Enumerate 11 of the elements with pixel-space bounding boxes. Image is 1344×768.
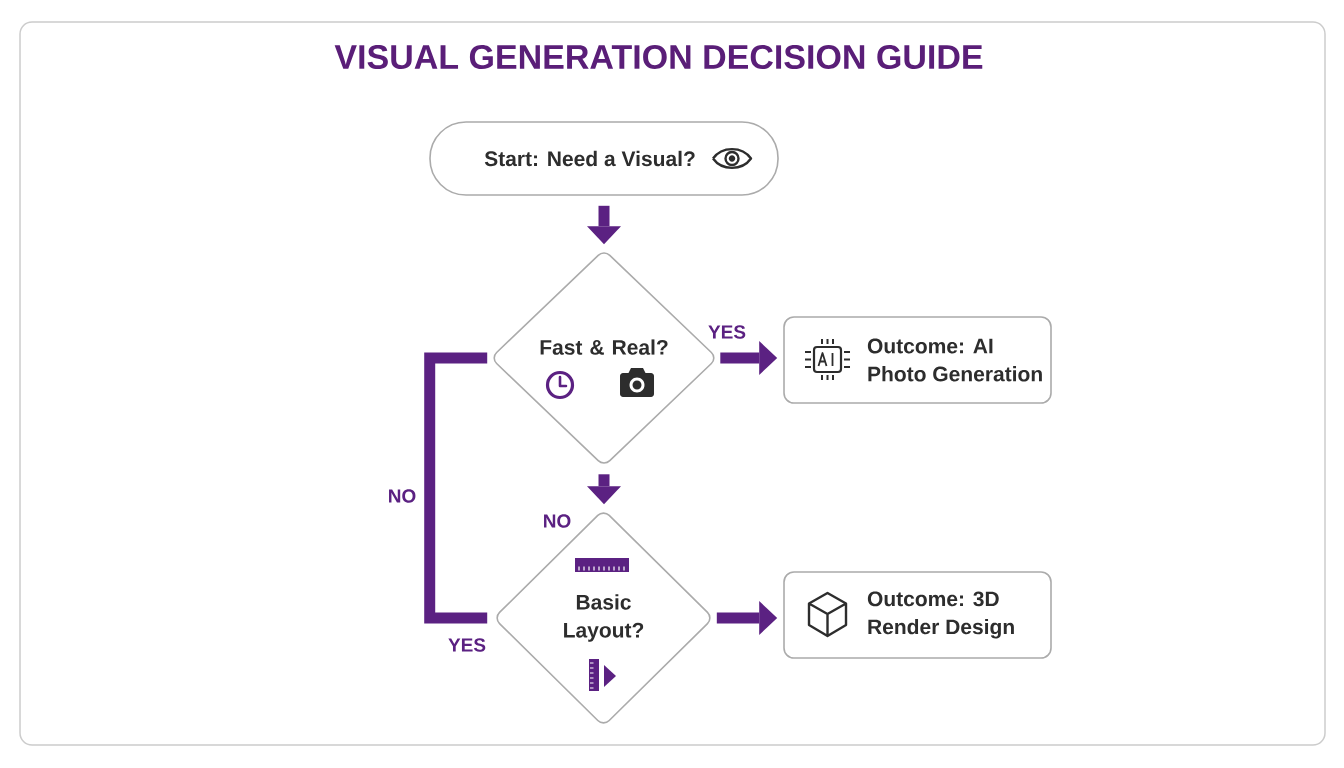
edge-label: NO: [541, 512, 573, 530]
arrow: [720, 341, 778, 375]
outcome-box: Outcome: AI Photo Generation: [783, 316, 1052, 404]
arrow: [716, 601, 778, 635]
terminal-box: Start: Need a Visual?: [429, 121, 779, 196]
arrow: [587, 205, 621, 245]
outcome-box: Outcome: 3D Render Design: [783, 571, 1052, 659]
arrow: [587, 474, 621, 505]
title: VISUAL GENERATION DECISION GUIDE: [334, 44, 983, 70]
connector-line: [424, 352, 488, 624]
edge-label: NO: [386, 487, 418, 505]
